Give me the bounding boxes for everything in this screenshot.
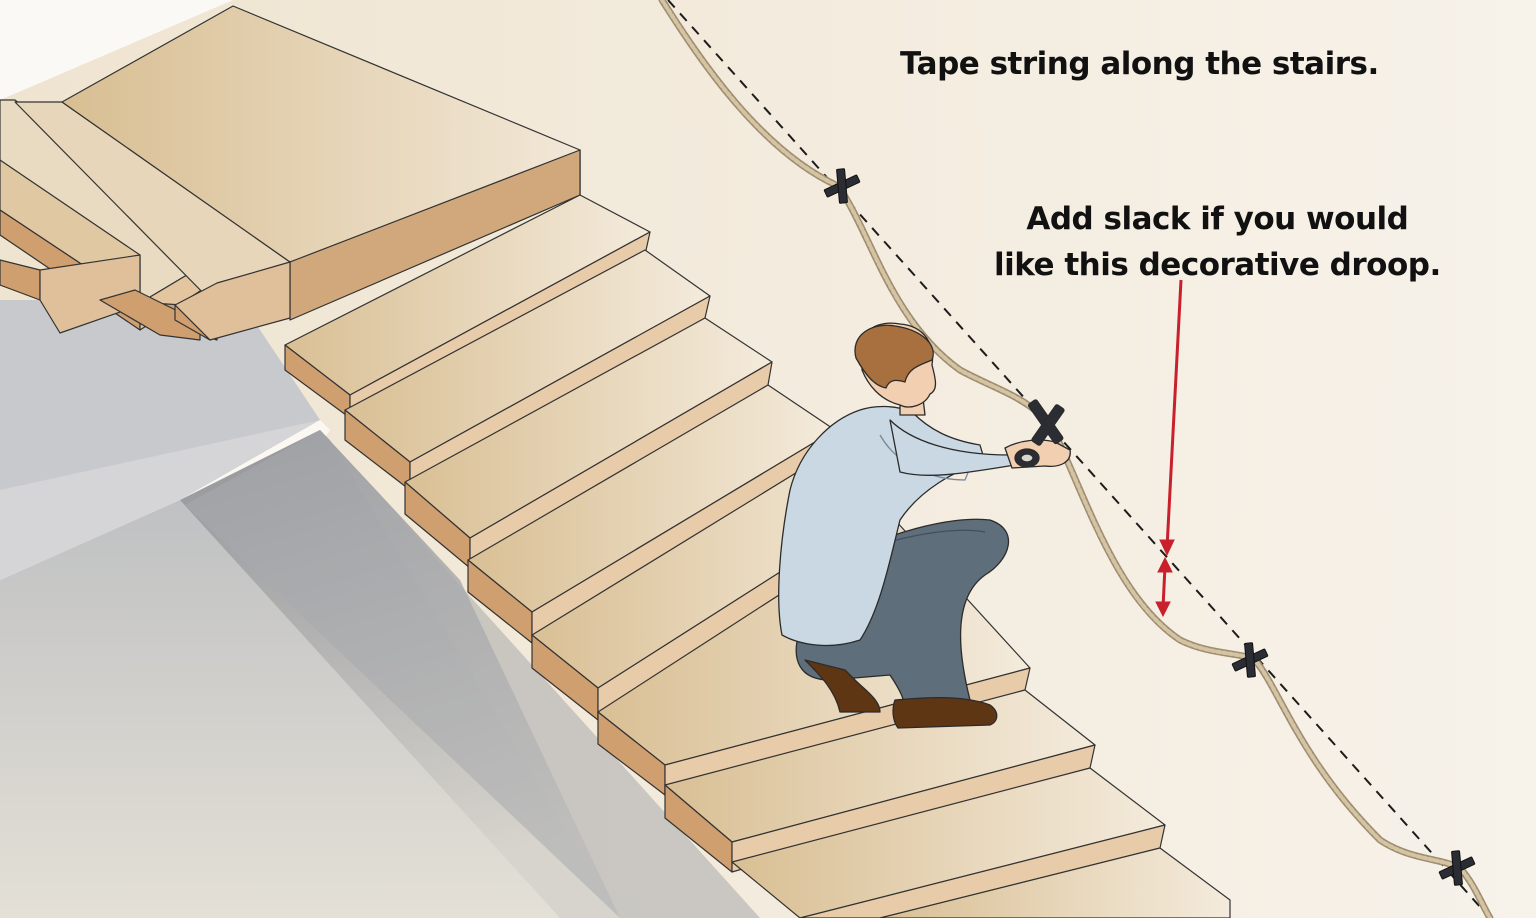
slack-measure-arrow	[1155, 279, 1183, 618]
shoe-left	[804, 659, 881, 713]
shoe-right	[892, 696, 998, 729]
man-figure	[778, 322, 1071, 729]
stair-tread	[879, 847, 1231, 918]
dashed-guide-line	[667, 0, 1491, 918]
tape-x-icon	[1231, 642, 1269, 678]
instruction-title: Tape string along the stairs.	[900, 46, 1379, 82]
slack-callout-line1: Add slack if you would	[1026, 201, 1409, 237]
floor	[0, 300, 760, 918]
slack-callout: Add slack if you would like this decorat…	[994, 196, 1441, 288]
hair	[854, 324, 934, 389]
tape-strip	[1031, 404, 1065, 446]
upper-landing	[0, 5, 581, 341]
staircase	[284, 194, 1231, 918]
tape-marks	[823, 168, 1476, 886]
upper-wall-light	[0, 0, 233, 100]
tape-x-icon	[1438, 850, 1476, 886]
tape-x-icon	[823, 168, 861, 204]
slack-callout-line2: like this decorative droop.	[994, 247, 1441, 283]
